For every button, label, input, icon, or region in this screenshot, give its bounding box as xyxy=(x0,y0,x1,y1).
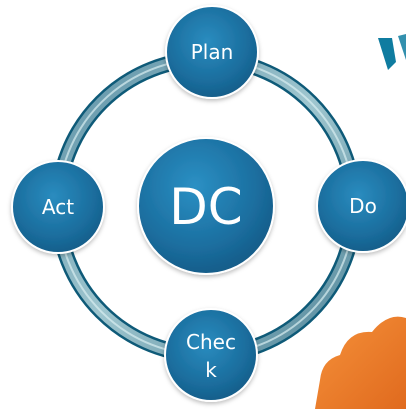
node-do: Do xyxy=(316,159,406,253)
orange-cloud-shape xyxy=(315,316,406,409)
teal-accent-shape-2 xyxy=(398,34,406,60)
teal-accent-shape xyxy=(378,38,396,70)
node-check: Chec k xyxy=(164,308,258,402)
center-node-label: DC xyxy=(169,178,242,236)
node-do-label: Do xyxy=(349,194,377,218)
node-act-label: Act xyxy=(42,195,74,219)
node-plan: Plan xyxy=(165,5,259,99)
node-check-label-line1: Chec xyxy=(186,330,236,354)
node-plan-label: Plan xyxy=(191,40,234,64)
center-node: DC xyxy=(137,137,275,275)
node-act: Act xyxy=(11,160,105,254)
node-check-label-line2: k xyxy=(205,358,217,382)
